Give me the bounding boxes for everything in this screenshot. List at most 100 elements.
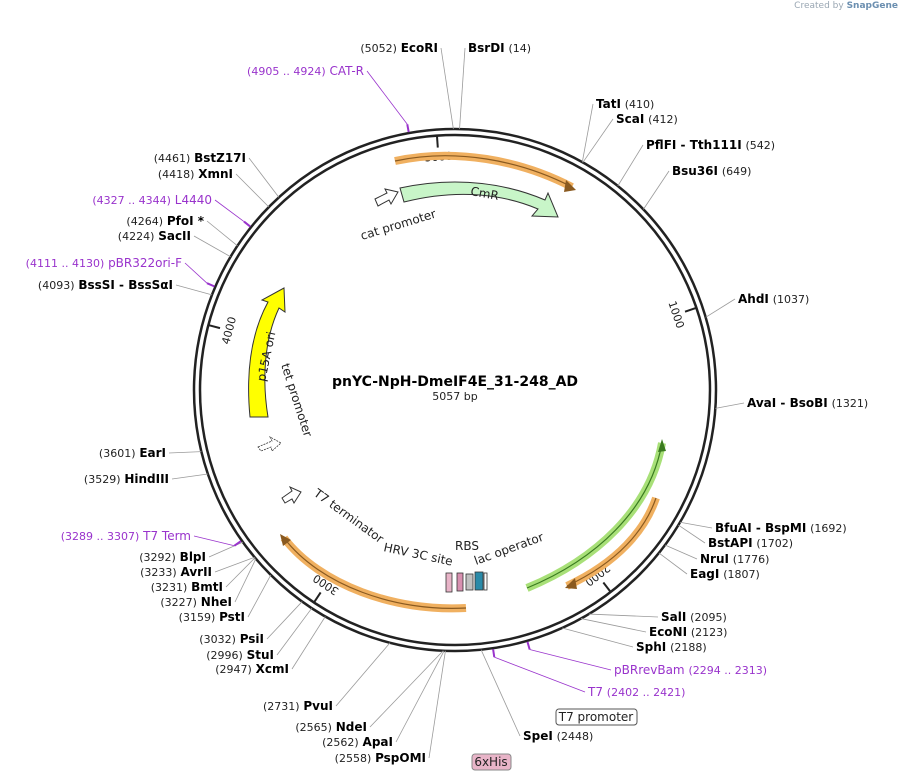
site-leader	[247, 574, 272, 618]
restriction-site[interactable]: (3292) BlpI	[139, 550, 206, 564]
site-position: (2562)	[322, 736, 359, 749]
p15a-ori-arrow[interactable]	[248, 287, 286, 418]
restriction-site[interactable]: AhdI (1037)	[738, 292, 809, 306]
credit-brand[interactable]: SnapGene	[846, 1, 898, 11]
restriction-site[interactable]: (3601) EarI	[99, 446, 166, 460]
primer[interactable]: (4327 .. 4344) L4440	[92, 193, 212, 207]
restriction-site[interactable]: TatI (410)	[596, 97, 654, 111]
primer[interactable]: T7 (2402 .. 2421)	[587, 685, 685, 699]
site-name: PsiI	[240, 632, 264, 646]
primer-name: T7 Term	[142, 529, 191, 543]
site-leader	[679, 521, 713, 529]
restriction-site[interactable]: ScaI (412)	[616, 112, 678, 126]
restriction-site[interactable]: (2996) StuI	[206, 648, 274, 662]
his-tag-box[interactable]	[471, 753, 512, 771]
primer[interactable]: (4111 .. 4130) pBR322ori-F	[26, 256, 182, 270]
restriction-site[interactable]: SpeI (2448)	[523, 729, 593, 743]
site-position: (3227)	[160, 596, 197, 609]
site-position: (3601)	[99, 447, 136, 460]
cat-promoter-arrow	[374, 188, 399, 207]
site-name: Bsu36I	[672, 164, 718, 178]
site-name: PfoI *	[167, 214, 205, 228]
restriction-site[interactable]: AvaI - BsoBI (1321)	[747, 396, 868, 410]
site-name: NruI	[700, 552, 729, 566]
primer[interactable]: (4905 .. 4924) CAT-R	[247, 64, 364, 78]
restriction-site[interactable]: BsrDI (14)	[468, 41, 531, 55]
restriction-site[interactable]: (4418) XmnI	[158, 167, 233, 181]
site-leader	[395, 650, 445, 743]
site-leader	[335, 642, 391, 707]
site-leader	[580, 618, 647, 633]
restriction-site[interactable]: (2947) XcmI	[215, 662, 289, 676]
site-leader	[480, 649, 521, 737]
site-leader	[658, 552, 688, 575]
restriction-site[interactable]: (3231) BmtI	[151, 580, 223, 594]
primer[interactable]: pBRrevBam (2294 .. 2313)	[614, 663, 767, 677]
restriction-site[interactable]: (5052) EcoRI	[360, 41, 438, 55]
primer-leader	[366, 70, 408, 125]
site-name: BstZ17I	[194, 151, 246, 165]
restriction-site[interactable]: NruI (1776)	[700, 552, 769, 566]
site-leader	[428, 650, 446, 759]
tick-mark	[684, 306, 697, 313]
restriction-site[interactable]: EcoNI (2123)	[649, 625, 727, 639]
restriction-site[interactable]: (2565) NdeI	[295, 720, 367, 734]
site-leader	[715, 402, 745, 409]
restriction-site[interactable]: (3227) NheI	[160, 595, 232, 609]
restriction-site[interactable]: (3529) HindIII	[84, 472, 169, 486]
orf-top-arrow	[394, 151, 574, 191]
restriction-site[interactable]: (4093) BssSI - BssSαI	[38, 278, 173, 292]
site-name: EcoNI	[649, 625, 687, 639]
primer-name: pBR322ori-F	[108, 256, 182, 270]
site-leader	[266, 601, 303, 640]
primer-leader	[193, 535, 235, 547]
primer-range: (3289 .. 3307)	[61, 530, 140, 543]
site-name: ScaI	[616, 112, 644, 126]
restriction-site[interactable]: SphI (2188)	[636, 640, 707, 654]
restriction-site[interactable]: (3032) PsiI	[199, 632, 264, 646]
restriction-site[interactable]: (4264) PfoI *	[126, 214, 204, 228]
restriction-site[interactable]: (4224) SacII	[118, 229, 191, 243]
site-leader	[678, 524, 706, 544]
site-leader	[664, 544, 698, 560]
restriction-site[interactable]: (2558) PspOMI	[335, 751, 426, 765]
t7-promoter-box[interactable]	[555, 708, 638, 726]
site-position: (4461)	[154, 152, 191, 165]
site-leader	[171, 473, 208, 480]
site-position: (4418)	[158, 168, 195, 181]
restriction-site[interactable]: (4461) BstZ17I	[154, 151, 246, 165]
site-name: TatI	[596, 97, 621, 111]
site-leader	[440, 47, 454, 130]
orf-right-arrow	[566, 497, 657, 587]
site-name: SpeI	[523, 729, 553, 743]
restriction-site[interactable]: (3159) PstI	[179, 610, 245, 624]
restriction-site[interactable]: EagI (1807)	[690, 567, 760, 581]
restriction-site[interactable]: PflFI - Tth111I (542)	[646, 138, 775, 152]
primer-mark	[406, 124, 410, 133]
restriction-site[interactable]: (2562) ApaI	[322, 735, 393, 749]
site-name: XmnI	[198, 167, 233, 181]
restriction-site[interactable]: Bsu36I (649)	[672, 164, 751, 178]
his-tag-feature	[445, 572, 453, 593]
restriction-site[interactable]: (2731) PvuI	[263, 699, 333, 713]
site-position: (3032)	[199, 633, 236, 646]
restriction-site[interactable]: BstAPI (1702)	[708, 536, 793, 550]
restriction-site[interactable]: BfuAI - BspMI (1692)	[715, 521, 847, 535]
site-name: BlpI	[180, 550, 206, 564]
restriction-site[interactable]: SalI (2095)	[661, 610, 727, 624]
site-leader	[206, 220, 238, 247]
site-name: SacII	[158, 229, 191, 243]
site-position: (5052)	[360, 42, 397, 55]
site-name: EarI	[139, 446, 166, 460]
plasmid-size: 5057 bp	[432, 390, 477, 403]
restriction-site[interactable]: (3233) AvrII	[140, 565, 212, 579]
primer[interactable]: (3289 .. 3307) T7 Term	[61, 529, 191, 543]
his-tag-box-label: 6xHis	[474, 755, 507, 769]
site-position: (1037)	[773, 293, 810, 306]
cmr-arrow[interactable]	[399, 181, 559, 218]
tet-promoter-arrow	[257, 436, 282, 452]
site-position: (1692)	[810, 522, 847, 535]
primer-mark	[243, 220, 251, 228]
tick-mark	[313, 591, 322, 604]
